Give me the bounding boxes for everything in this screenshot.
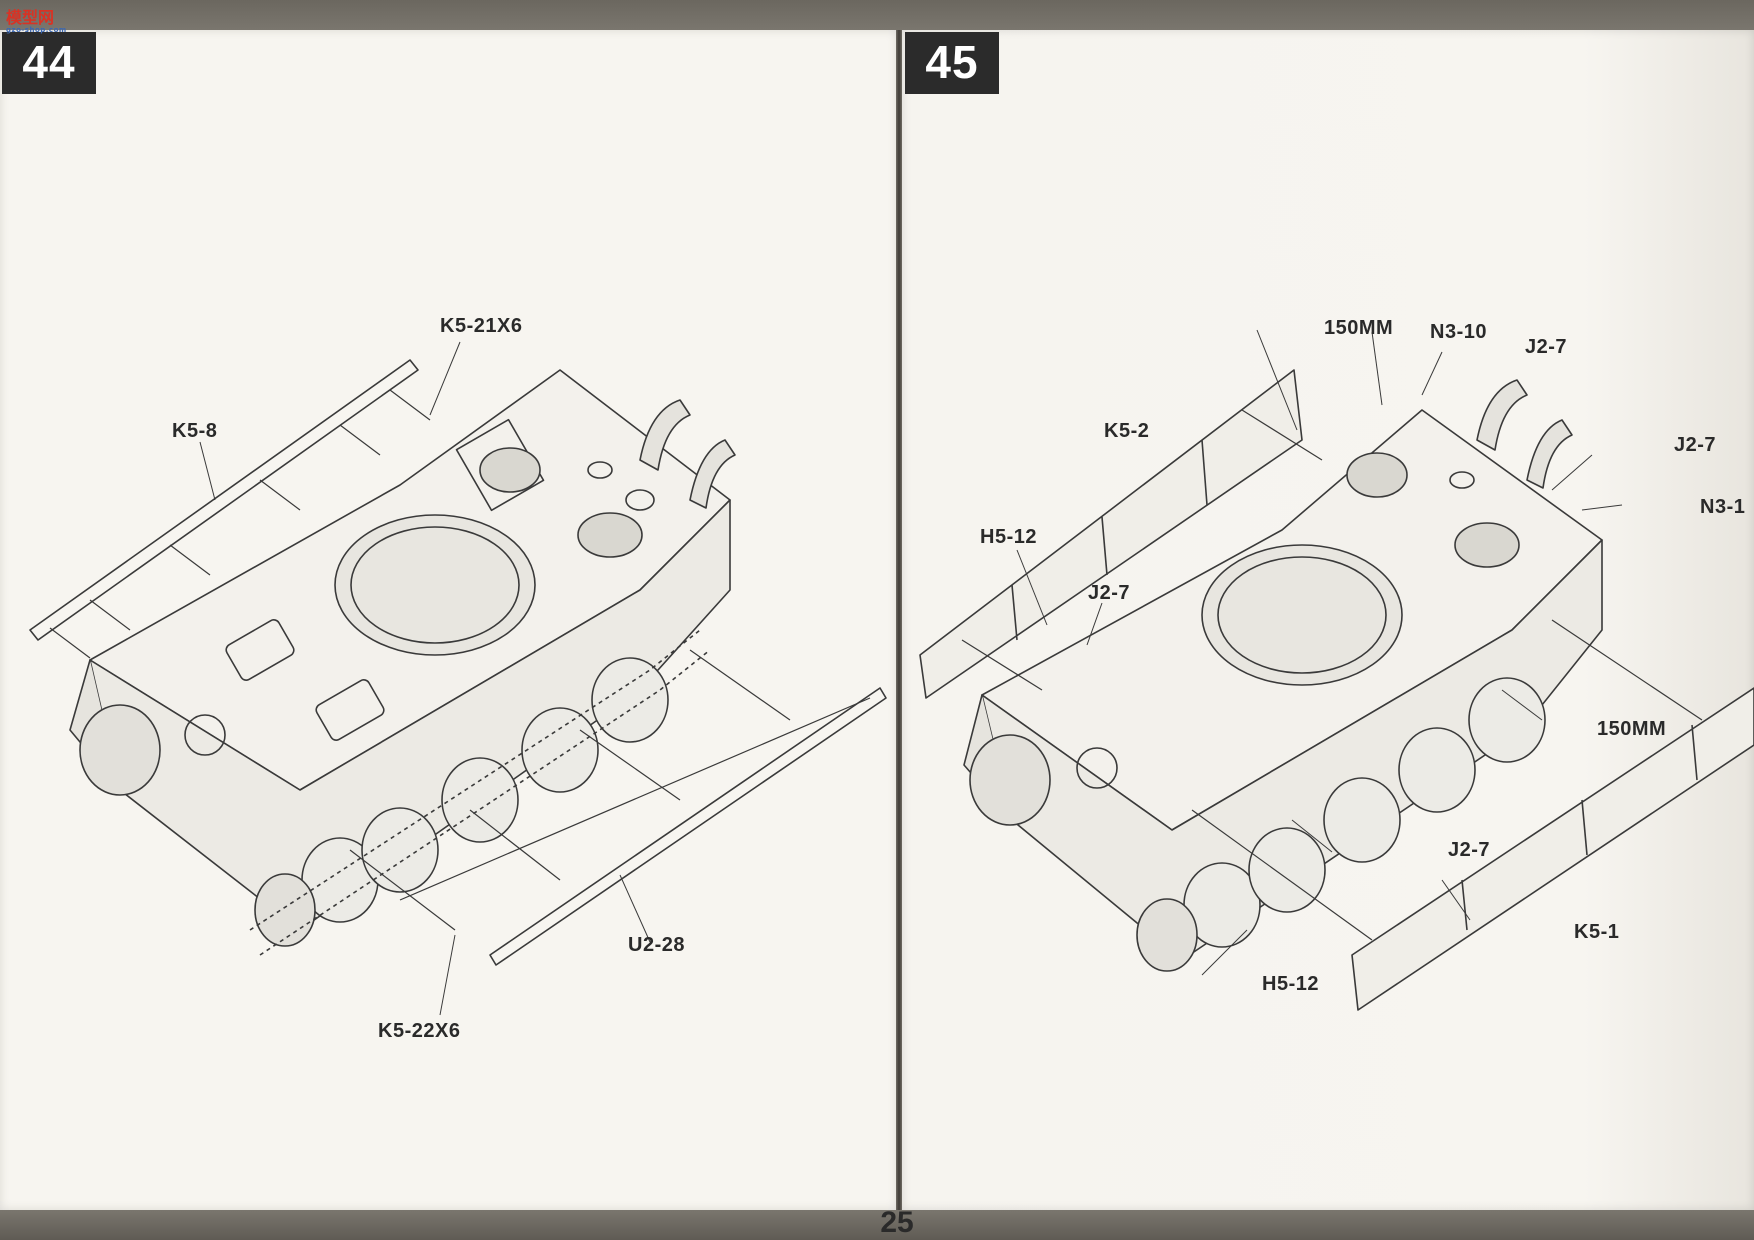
instruction-page-right: 45 bbox=[902, 30, 1754, 1210]
part-callout: H5-12 bbox=[1262, 973, 1319, 995]
watermark-sub-text: gzo-shop.com bbox=[6, 26, 67, 34]
part-callout: 150MM bbox=[1324, 317, 1394, 339]
part-callout: J2-7 bbox=[1674, 434, 1717, 456]
scan-bottom-edge bbox=[0, 1210, 1754, 1240]
scan-top-edge bbox=[0, 0, 1754, 30]
tank-hull-diagram-step-44 bbox=[29, 341, 887, 1016]
part-callout: 150MM bbox=[1597, 718, 1667, 740]
part-callout: J2-7 bbox=[1088, 582, 1131, 604]
instruction-page-left: 44 bbox=[0, 30, 897, 1210]
part-callout: K5-22X6 bbox=[378, 1020, 461, 1042]
watermark-logo: 模型网 gzo-shop.com bbox=[6, 4, 72, 34]
part-callout: J2-7 bbox=[1525, 336, 1568, 358]
part-callout: K5-21X6 bbox=[440, 315, 523, 337]
part-callout: N3-10 bbox=[1430, 321, 1487, 343]
part-callout: N3-1 bbox=[1700, 496, 1746, 518]
part-callout: U2-28 bbox=[628, 934, 685, 956]
part-callout: K5-8 bbox=[172, 420, 218, 442]
part-callout: K5-2 bbox=[1104, 420, 1150, 442]
step-number-badge: 45 bbox=[905, 32, 999, 94]
part-callout: H5-12 bbox=[980, 526, 1037, 548]
tank-hull-diagram-step-45 bbox=[919, 329, 1754, 1011]
part-callout: J2-7 bbox=[1448, 839, 1491, 861]
watermark-logo-text: 模型网 bbox=[6, 8, 55, 27]
page-spine bbox=[896, 30, 902, 1210]
part-callout: K5-1 bbox=[1574, 921, 1620, 943]
page-number: 25 bbox=[880, 1206, 914, 1239]
step-number-badge: 44 bbox=[2, 32, 96, 94]
